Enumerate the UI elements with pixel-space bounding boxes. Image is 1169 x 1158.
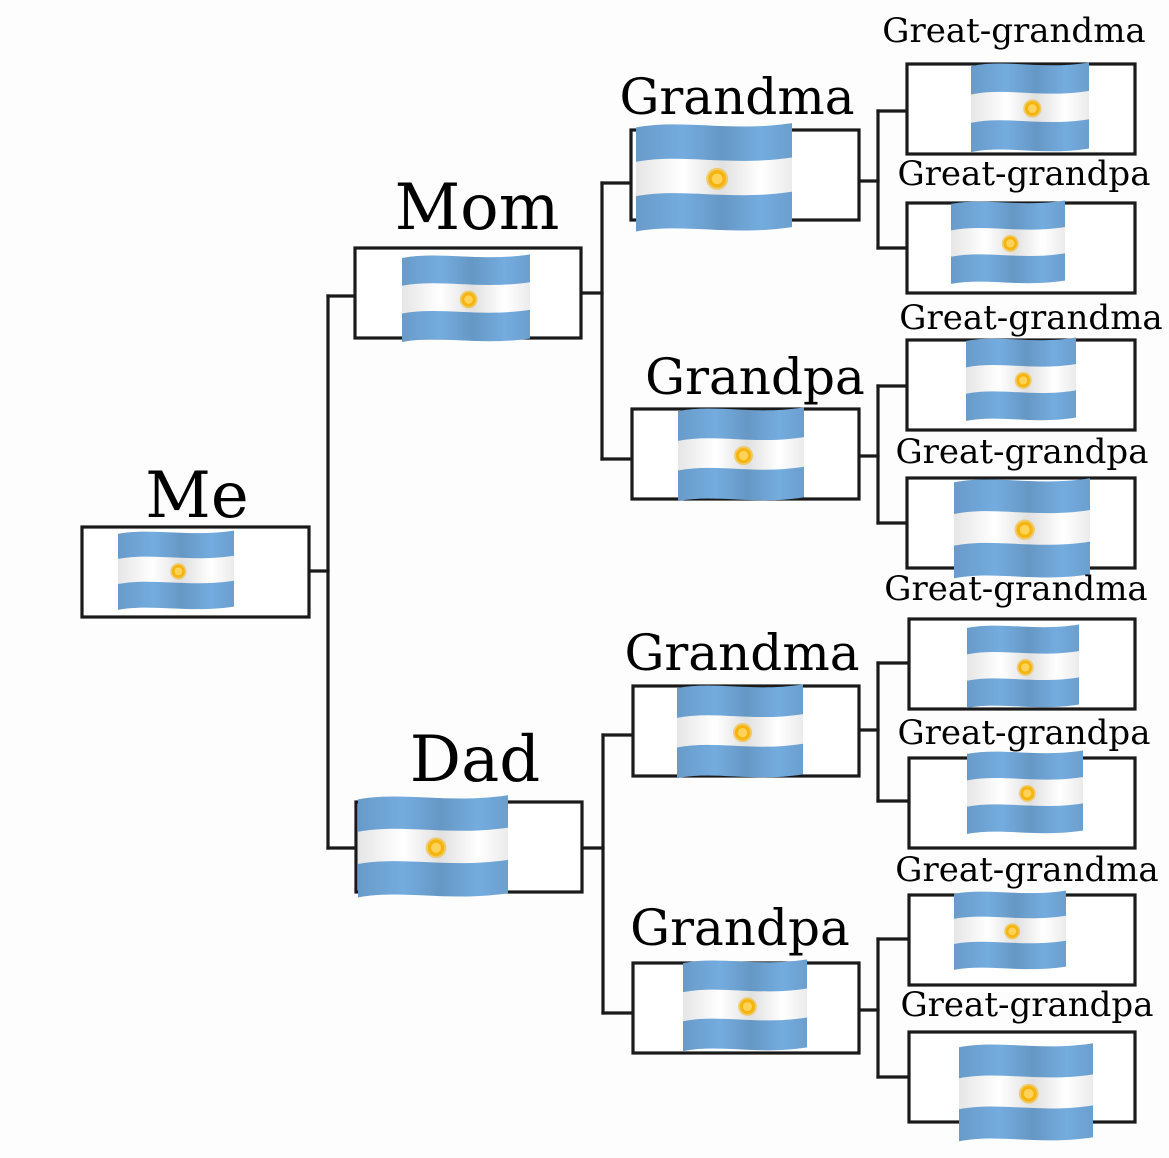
label-mom: Mom bbox=[394, 171, 560, 245]
sun-of-may-icon bbox=[459, 290, 478, 309]
sun-of-may-icon bbox=[1016, 658, 1034, 676]
flag-great-6 bbox=[967, 750, 1083, 834]
flag-me bbox=[118, 530, 234, 610]
label-dad-grandpa: Grandpa bbox=[630, 899, 850, 957]
sun-of-may-icon bbox=[706, 167, 729, 190]
connectors bbox=[307, 109, 911, 1079]
flag-great-7 bbox=[954, 890, 1066, 970]
sun-of-may-icon bbox=[738, 997, 757, 1016]
flags bbox=[118, 62, 1093, 1142]
label-great-7: Great-grandma bbox=[895, 850, 1159, 890]
sun-of-may-icon bbox=[732, 723, 753, 743]
flag-dad-grandpa bbox=[683, 959, 807, 1052]
flag-mom-grandma bbox=[636, 123, 792, 232]
flag-mom-grandpa bbox=[678, 407, 804, 502]
label-me: Me bbox=[145, 459, 249, 533]
sun-of-may-icon bbox=[1004, 923, 1021, 940]
flag-great-3 bbox=[966, 337, 1076, 421]
flag-dad bbox=[358, 795, 508, 898]
label-dad-grandma: Grandma bbox=[624, 624, 860, 682]
flag-dad-grandma bbox=[677, 684, 803, 779]
flag-great-4 bbox=[954, 478, 1090, 579]
sun-of-may-icon bbox=[1023, 99, 1042, 118]
sun-of-may-icon bbox=[1018, 1083, 1039, 1104]
sun-of-may-icon bbox=[425, 837, 447, 859]
label-great-1: Great-grandma bbox=[882, 11, 1146, 51]
sun-of-may-icon bbox=[1001, 234, 1019, 252]
label-dad: Dad bbox=[409, 723, 541, 797]
flag-mom bbox=[402, 254, 530, 343]
label-great-6: Great-grandpa bbox=[897, 713, 1151, 753]
sun-of-may-icon bbox=[1014, 519, 1035, 540]
flag-great-2 bbox=[951, 200, 1065, 284]
label-great-5: Great-grandma bbox=[884, 569, 1148, 609]
flag-great-5 bbox=[967, 624, 1079, 708]
label-mom-grandpa: Grandpa bbox=[645, 348, 865, 406]
flag-great-8 bbox=[959, 1043, 1093, 1142]
label-great-8: Great-grandpa bbox=[900, 985, 1154, 1025]
label-great-2: Great-grandpa bbox=[897, 154, 1151, 194]
label-great-3: Great-grandma bbox=[899, 298, 1163, 338]
label-mom-grandma: Grandma bbox=[619, 68, 855, 126]
sun-of-may-icon bbox=[733, 446, 754, 466]
sun-of-may-icon bbox=[1018, 784, 1036, 802]
sun-of-may-icon bbox=[1014, 371, 1032, 389]
flag-great-1 bbox=[971, 62, 1089, 153]
label-great-4: Great-grandpa bbox=[895, 432, 1149, 472]
sun-of-may-icon bbox=[170, 563, 187, 580]
